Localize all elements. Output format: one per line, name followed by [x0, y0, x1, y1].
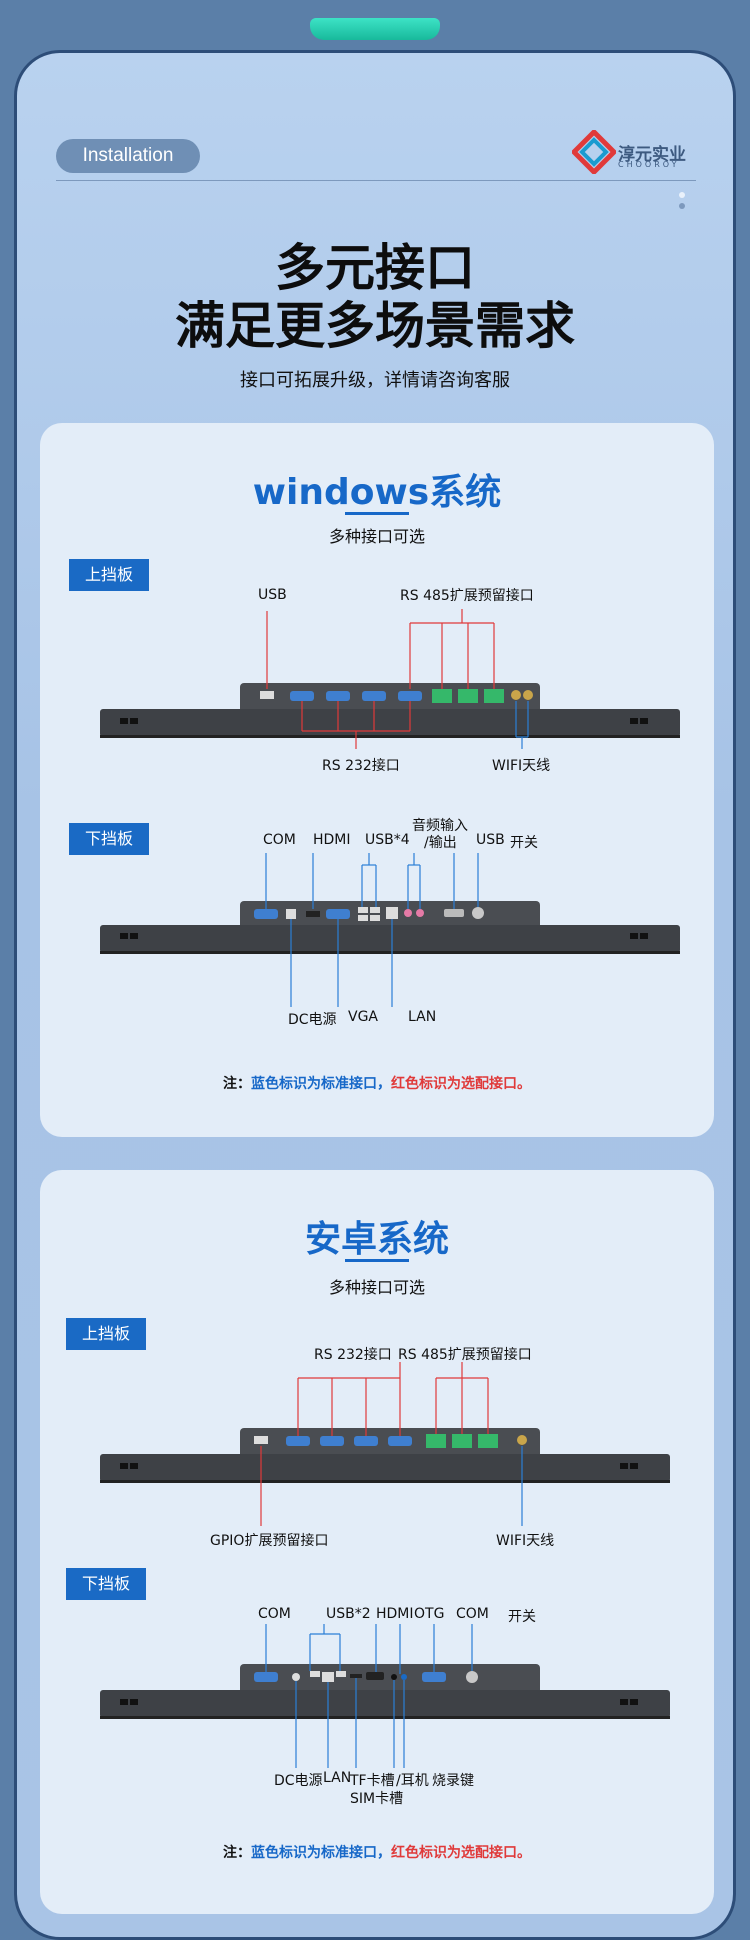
windows-title-underline: [345, 512, 409, 515]
windows-top-panel: [100, 609, 680, 749]
label-dc: DC电源: [274, 1773, 323, 1789]
windows-note: 注：蓝色标识为标准接口，红色标识为选配接口。: [40, 1073, 714, 1093]
label-rs232: RS 232接口: [322, 758, 400, 774]
note-blue: 蓝色标识为标准接口，: [251, 1076, 391, 1092]
label-rs485: RS 485扩展预留接口: [400, 588, 534, 604]
label-power-switch: 开关: [510, 835, 538, 851]
note-red: 红色标识为选配接口。: [391, 1845, 531, 1861]
label-audio-in: 音频输入: [412, 818, 468, 834]
logo-subtext: CHOOROY: [618, 160, 680, 169]
note-prefix: 注：: [223, 1076, 251, 1092]
android-top-panel: [100, 1362, 670, 1526]
label-lan: LAN: [323, 1770, 352, 1786]
android-title: 安卓系统: [304, 1219, 449, 1260]
label-lan: LAN: [408, 1009, 437, 1025]
page-dots: [679, 192, 685, 214]
label-tf: TF卡槽: [350, 1773, 395, 1789]
android-card: 安卓系统 多种接口可选 上挡板 RS 232接口 RS 485扩展预留接口 GP…: [40, 1170, 714, 1914]
windows-title: windows系统: [252, 472, 502, 513]
label-rs232: RS 232接口: [314, 1347, 392, 1363]
android-bottom-badge: 下挡板: [66, 1568, 146, 1600]
label-sim: SIM卡槽: [350, 1791, 404, 1807]
label-wifi: WIFI天线: [496, 1533, 555, 1549]
android-subtitle: 多种接口可选: [328, 1278, 425, 1297]
android-top-badge: 上挡板: [66, 1318, 146, 1350]
installation-tag: Installation: [56, 139, 200, 173]
windows-top-badge: 上挡板: [69, 559, 149, 591]
note-red: 红色标识为选配接口。: [391, 1076, 531, 1092]
note-prefix: 注：: [223, 1845, 251, 1861]
label-audio-out: /输出: [424, 835, 457, 851]
hero-title-line1: 多元接口: [275, 239, 475, 297]
windows-bottom-panel: [100, 853, 680, 1007]
label-usb2: USB*2: [326, 1606, 371, 1622]
android-note: 注：蓝色标识为标准接口，红色标识为选配接口。: [40, 1842, 714, 1862]
windows-card: windows系统 多种接口可选 上挡板 USB RS 485扩展预留接口 RS…: [40, 423, 714, 1137]
windows-bottom-badge: 下挡板: [69, 823, 149, 855]
label-rs485: RS 485扩展预留接口: [398, 1347, 532, 1363]
label-power-switch: 开关: [508, 1609, 536, 1625]
label-com1: COM: [258, 1606, 291, 1622]
note-blue: 蓝色标识为标准接口，: [251, 1845, 391, 1861]
chooroy-logo-icon: [572, 130, 616, 174]
label-hdmi: HDMI: [313, 832, 351, 848]
label-dc: DC电源: [288, 1012, 337, 1028]
label-gpio: GPIO扩展预留接口: [210, 1533, 329, 1549]
label-wifi: WIFI天线: [492, 758, 551, 774]
label-com2: COM: [456, 1606, 489, 1622]
label-otg: OTG: [414, 1606, 445, 1622]
label-hdmi: HDMI: [376, 1606, 414, 1622]
top-handle: [310, 18, 440, 40]
header-divider: [56, 180, 696, 181]
label-com: COM: [263, 832, 296, 848]
label-earphone: /耳机: [396, 1773, 429, 1789]
android-bottom-panel: [100, 1624, 670, 1768]
label-usb: USB: [258, 587, 287, 603]
label-usb-single: USB: [476, 832, 505, 848]
hero-title-line2: 满足更多场景需求: [175, 297, 575, 355]
label-vga: VGA: [348, 1009, 379, 1025]
label-usb4: USB*4: [365, 832, 410, 848]
windows-subtitle: 多种接口可选: [328, 527, 425, 546]
logo-text: 淳元实业: [618, 145, 686, 165]
label-burn-key: 烧录键: [432, 1773, 474, 1789]
android-title-underline: [345, 1259, 409, 1262]
hero-subtitle: 接口可拓展升级，详情请咨询客服: [240, 370, 510, 391]
